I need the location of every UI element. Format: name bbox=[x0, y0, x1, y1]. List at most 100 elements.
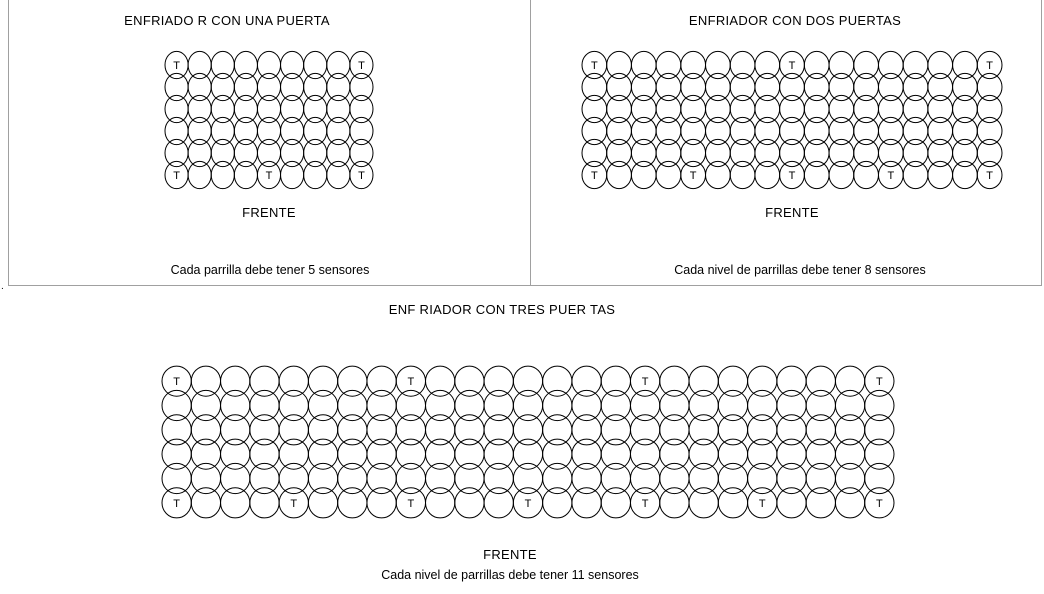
shelf-position bbox=[902, 138, 929, 168]
shelf-position bbox=[349, 116, 374, 146]
shelf-position bbox=[256, 94, 282, 124]
shelf-position bbox=[927, 94, 954, 124]
three-doors-title: ENF RIADOR CON TRES PUER TAS bbox=[388, 302, 616, 317]
shelf-position bbox=[190, 414, 222, 446]
shelf-position bbox=[779, 138, 805, 168]
shelf-position bbox=[600, 462, 631, 495]
shelf-position bbox=[220, 462, 251, 495]
shelf-position bbox=[776, 487, 807, 519]
shelf-position bbox=[220, 414, 251, 446]
shelf-position bbox=[278, 438, 309, 470]
shelf-position bbox=[853, 160, 879, 190]
shelf-position bbox=[571, 487, 602, 519]
shelf-position bbox=[864, 438, 895, 470]
shelf-position bbox=[927, 72, 954, 102]
sensor-label: T bbox=[986, 170, 993, 182]
shelf-position bbox=[754, 72, 781, 102]
shelf-position bbox=[655, 72, 682, 102]
shelf-position bbox=[952, 160, 978, 190]
shelf-position bbox=[190, 462, 222, 495]
shelf-position bbox=[680, 50, 707, 80]
shelf-position bbox=[210, 94, 235, 124]
shelf-position bbox=[927, 138, 954, 168]
shelf-position bbox=[877, 138, 904, 168]
shelf-position bbox=[927, 116, 954, 146]
sensor-label: T bbox=[789, 170, 796, 182]
shelf-position bbox=[805, 389, 836, 422]
shelf-position bbox=[366, 438, 397, 470]
shelf-position bbox=[256, 72, 282, 102]
shelf-position bbox=[659, 438, 690, 470]
sensor-label: T bbox=[591, 60, 598, 72]
shelf-position bbox=[425, 438, 456, 470]
shelf-position bbox=[606, 72, 632, 102]
shelf-position bbox=[326, 160, 351, 190]
shelf-position bbox=[630, 138, 657, 168]
shelf-position bbox=[828, 72, 855, 102]
shelf-position bbox=[600, 487, 631, 519]
shelf-position bbox=[366, 462, 397, 495]
shelf-position bbox=[210, 116, 235, 146]
shelf-position bbox=[629, 438, 661, 470]
shelf-position bbox=[864, 462, 895, 495]
shelf-position bbox=[220, 487, 251, 519]
shelf-position bbox=[425, 462, 456, 495]
shelf-position bbox=[366, 487, 397, 519]
shelf-position bbox=[655, 160, 682, 190]
shelf-position bbox=[803, 72, 830, 102]
shelf-position bbox=[600, 438, 631, 470]
shelf-position bbox=[952, 138, 978, 168]
shelf-position bbox=[278, 462, 309, 495]
shelf-position bbox=[337, 487, 368, 519]
shelf-position bbox=[425, 389, 456, 422]
shelf-position bbox=[776, 365, 807, 397]
shelf-position bbox=[454, 365, 485, 397]
shelf-position bbox=[853, 116, 879, 146]
shelf-position bbox=[600, 414, 631, 446]
shelf-position bbox=[776, 389, 807, 422]
shelf-position bbox=[249, 389, 280, 422]
shelf-position bbox=[976, 72, 1003, 102]
shelf-position bbox=[303, 72, 328, 102]
shelf-position bbox=[803, 160, 830, 190]
shelf-position bbox=[902, 50, 929, 80]
one-door-front-label: FRENTE bbox=[242, 205, 296, 220]
shelf-position bbox=[187, 160, 212, 190]
shelf-position bbox=[600, 365, 631, 397]
shelf-position bbox=[164, 94, 189, 124]
shelf-position bbox=[483, 462, 514, 495]
shelf-position bbox=[233, 72, 258, 102]
shelf-position bbox=[747, 414, 778, 446]
shelf-position bbox=[717, 414, 749, 446]
shelf-position bbox=[349, 72, 374, 102]
shelf-position bbox=[877, 50, 904, 80]
shelf-position bbox=[630, 160, 657, 190]
shelf-position bbox=[280, 138, 305, 168]
top-panels-frame bbox=[8, 0, 1042, 286]
sensor-label: T bbox=[986, 60, 993, 72]
shelf-position bbox=[776, 462, 807, 495]
sensor-label: T bbox=[358, 60, 365, 72]
sensor-position bbox=[349, 50, 374, 80]
shelf-position bbox=[187, 50, 212, 80]
shelf-position bbox=[233, 94, 258, 124]
shelf-position bbox=[729, 72, 756, 102]
shelf-position bbox=[249, 487, 280, 519]
shelf-position bbox=[326, 138, 351, 168]
shelf-position bbox=[454, 438, 485, 470]
shelf-position bbox=[454, 487, 485, 519]
shelf-position bbox=[629, 462, 661, 495]
shelf-position bbox=[747, 462, 778, 495]
shelf-position bbox=[425, 487, 456, 519]
shelf-position bbox=[326, 94, 351, 124]
shelf-position bbox=[187, 94, 212, 124]
sensor-label: T bbox=[887, 170, 894, 182]
shelf-position bbox=[220, 389, 251, 422]
shelf-position bbox=[902, 72, 929, 102]
shelf-position bbox=[210, 72, 235, 102]
shelf-position bbox=[805, 365, 836, 397]
shelf-position bbox=[483, 438, 514, 470]
shelf-position bbox=[278, 414, 309, 446]
shelf-position bbox=[717, 438, 749, 470]
